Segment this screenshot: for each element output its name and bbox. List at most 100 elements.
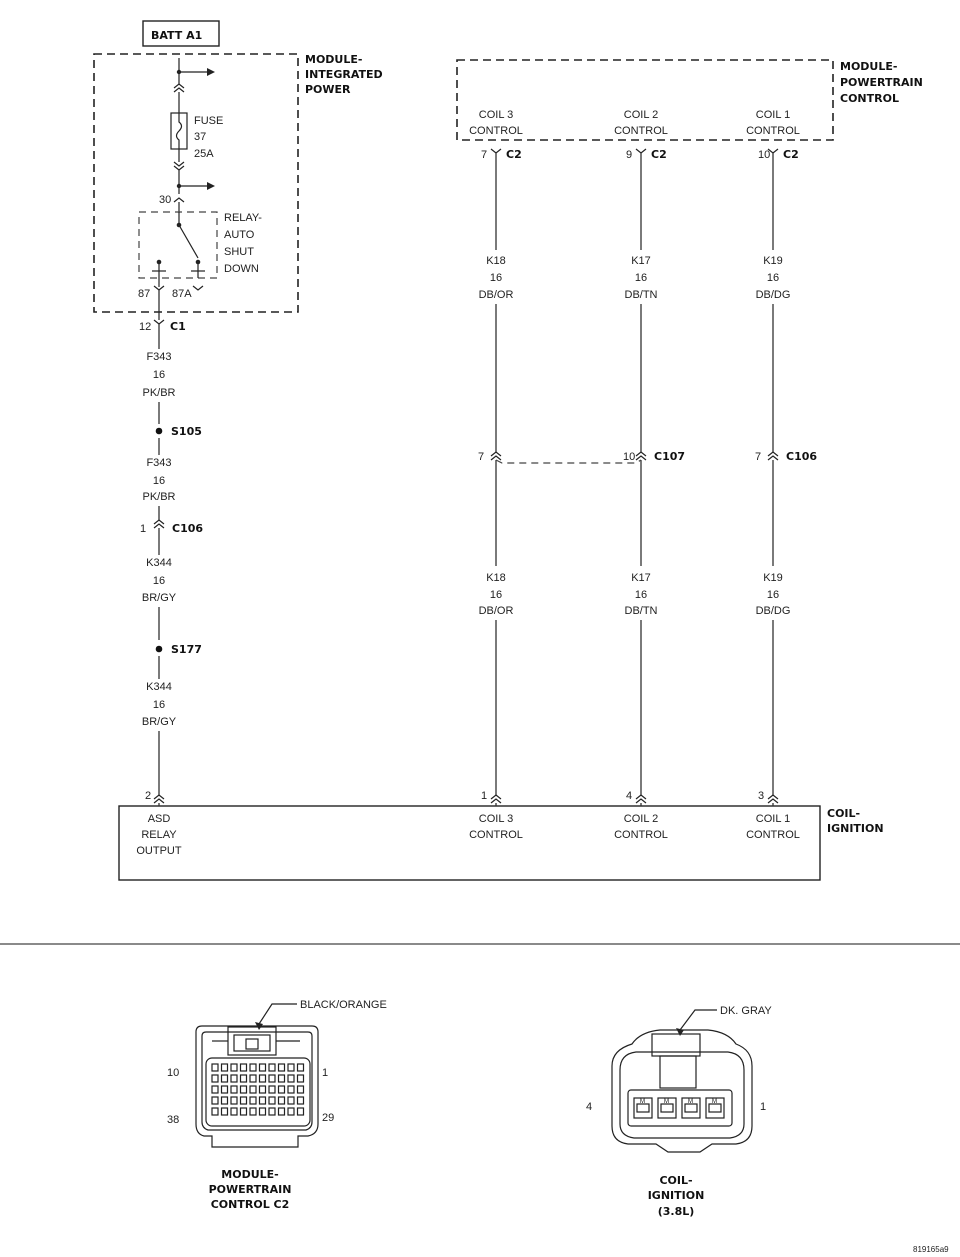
pcm-c2-cavity <box>277 1085 286 1094</box>
svg-text:BR/GY: BR/GY <box>142 592 177 604</box>
svg-text:SHUT: SHUT <box>224 246 254 258</box>
pcm-c2-pin-29: 29 <box>322 1112 334 1124</box>
svg-text:37: 37 <box>194 131 206 143</box>
pcm-c2-cavity <box>220 1063 229 1072</box>
mid-connector-label: C107 <box>654 450 685 463</box>
svg-text:CONTROL: CONTROL <box>840 92 899 105</box>
pcm-c2-cavity <box>239 1085 248 1094</box>
svg-text:COIL-: COIL- <box>827 807 860 820</box>
pcm-c2-cavity <box>277 1074 286 1083</box>
pcm-terminal-pin: 9 <box>626 149 632 161</box>
svg-text:16: 16 <box>153 369 165 381</box>
relay-pin-87a: 87A <box>172 288 192 300</box>
relay-pin-30: 30 <box>159 194 171 206</box>
module-powertrain-control-label: MODULE- POWERTRAIN CONTROL <box>840 60 923 105</box>
coil-terminal-label: COIL 1 <box>756 813 790 825</box>
pcm-c2-cavity <box>277 1063 286 1072</box>
batt-label: BATT A1 <box>151 29 202 42</box>
svg-text:K19: K19 <box>763 572 783 584</box>
pcm-c2-cavity <box>230 1107 238 1116</box>
pcm-terminal-conn: C2 <box>506 148 522 161</box>
pcm-c2-cavity <box>249 1085 257 1094</box>
svg-text:IGNITION: IGNITION <box>648 1189 705 1202</box>
svg-text:16: 16 <box>767 589 779 601</box>
pcm-c2-cavity <box>296 1074 305 1083</box>
pcm-c2-cavity <box>287 1107 295 1116</box>
svg-text:DB/TN: DB/TN <box>625 289 658 301</box>
svg-text:POWER: POWER <box>305 83 351 96</box>
splice-label: S177 <box>171 643 202 656</box>
pcm-c2-cavity <box>296 1107 305 1116</box>
pcm-c2-cavity <box>258 1063 267 1072</box>
relay-switch <box>152 212 205 300</box>
svg-text:MODULE-: MODULE- <box>221 1168 278 1181</box>
pcm-c2-cavity <box>277 1107 286 1116</box>
svg-text:16: 16 <box>767 272 779 284</box>
pcm-c2-cavity <box>230 1085 238 1094</box>
svg-text:DB/OR: DB/OR <box>479 289 514 301</box>
pcm-c2-cavity <box>211 1107 219 1116</box>
pcm-c2-cavity <box>287 1096 295 1105</box>
svg-text:IGNITION: IGNITION <box>827 822 884 835</box>
svg-text:F343: F343 <box>146 457 171 469</box>
pcm-c2-cavity <box>220 1107 229 1116</box>
pcm-c2-cavity <box>230 1074 238 1083</box>
pcm-c2-cavity <box>249 1096 257 1105</box>
svg-text:DB/DG: DB/DG <box>756 605 791 617</box>
pcm-c2-caption: MODULE- POWERTRAIN CONTROL C2 <box>209 1168 292 1211</box>
pcm-terminal-label: CONTROL <box>469 125 523 137</box>
coil-terminal-label: OUTPUT <box>136 845 182 857</box>
svg-text:K18: K18 <box>486 255 506 267</box>
pcm-c2-pin-10: 10 <box>167 1067 179 1079</box>
coil-terminal-label: CONTROL <box>746 829 800 841</box>
ipm-c1-connector: 12 C1 <box>139 300 186 336</box>
splice-dot <box>155 427 163 435</box>
pcm-terminal-label: COIL 1 <box>756 109 790 121</box>
fuse-label: FUSE 37 25A <box>194 115 223 160</box>
svg-text:COIL-: COIL- <box>659 1174 692 1187</box>
pcm-c2-cavity <box>230 1063 238 1072</box>
coil-terminal-label: COIL 2 <box>624 813 658 825</box>
svg-text:PK/BR: PK/BR <box>142 491 175 503</box>
coil-terminal-label: CONTROL <box>469 829 523 841</box>
pcm-c2-cavity <box>287 1085 295 1094</box>
pcm-c2-cavity <box>287 1074 295 1083</box>
pcm-c2-cavity <box>258 1074 267 1083</box>
splice-label: S105 <box>171 425 202 438</box>
pcm-terminal-label: COIL 3 <box>479 109 513 121</box>
coil-cavity-label: M <box>688 1099 693 1105</box>
svg-text:12: 12 <box>139 321 151 333</box>
pcm-c2-cavity <box>296 1063 305 1072</box>
pcm-c2-cavity <box>268 1085 276 1094</box>
coil-cavity-label: M <box>640 1099 645 1105</box>
mid-connector-label: C106 <box>786 450 817 463</box>
pcm-c2-cavity <box>249 1074 257 1083</box>
svg-text:K17: K17 <box>631 255 651 267</box>
svg-text:FUSE: FUSE <box>194 115 223 127</box>
svg-text:CONTROL C2: CONTROL C2 <box>211 1198 290 1211</box>
svg-text:INTEGRATED: INTEGRATED <box>305 68 383 81</box>
pcm-c2-cavity <box>239 1107 248 1116</box>
coil-pin-4: 4 <box>586 1101 592 1113</box>
svg-text:K344: K344 <box>146 557 172 569</box>
pcm-c2-cavity <box>211 1074 219 1083</box>
svg-text:DB/DG: DB/DG <box>756 289 791 301</box>
pcm-c2-cavity <box>268 1107 276 1116</box>
coil-terminal-label: RELAY <box>141 829 177 841</box>
coil-terminal-pin: 3 <box>758 790 764 802</box>
figure-id: 819165a9 <box>913 1245 949 1254</box>
coil-color: DK. GRAY <box>720 1005 772 1017</box>
pcm-c2-connector-view: BLACK/ORANGE 10 1 38 29 MODULE- POWERTRA… <box>167 999 387 1211</box>
coil-caption: COIL- IGNITION (3.8L) <box>648 1174 705 1218</box>
svg-text:16: 16 <box>635 272 647 284</box>
coil-cavity <box>705 1097 725 1119</box>
